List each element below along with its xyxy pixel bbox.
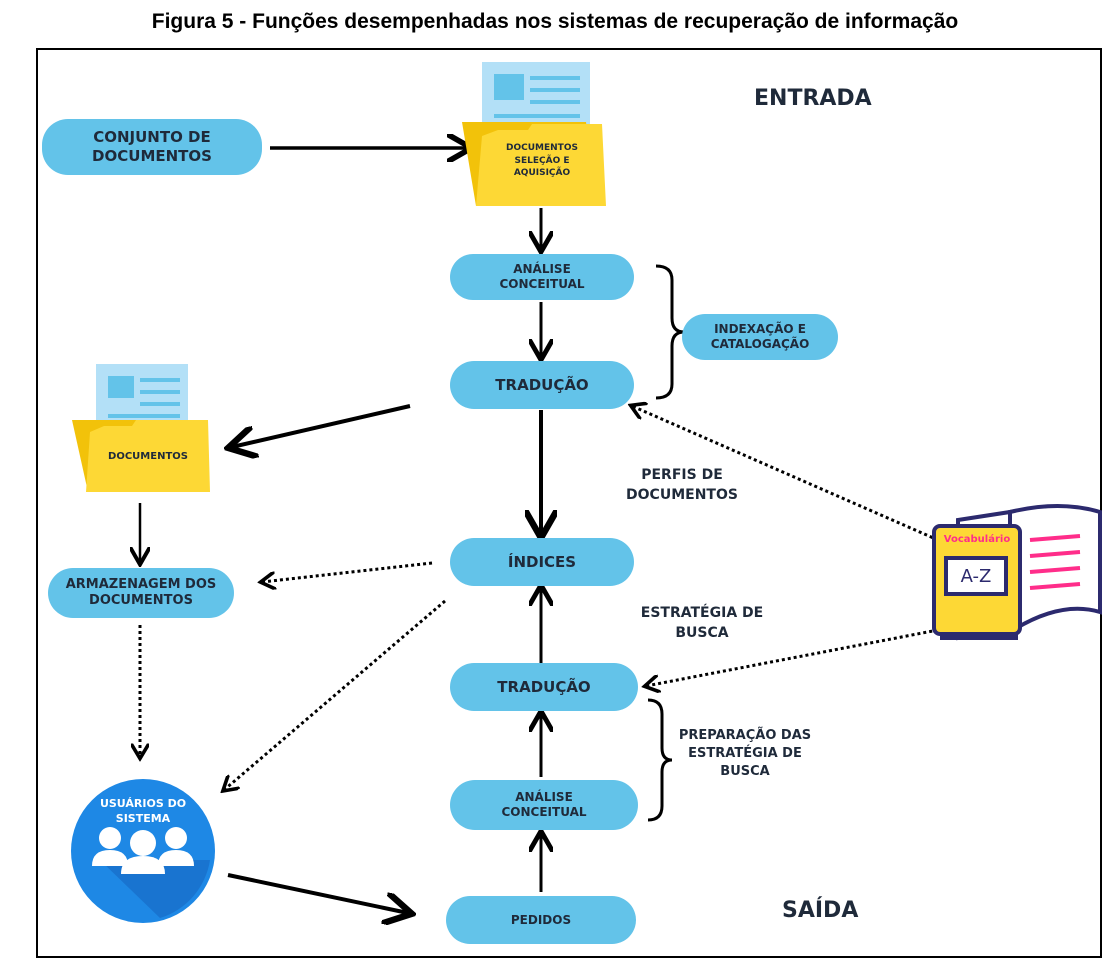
folder-top-icon: [462, 62, 606, 206]
dotted-indices-to-armazenagem: [262, 561, 433, 582]
arrow-traducao-to-documentos: [232, 404, 411, 447]
book-badge: A-Z: [960, 566, 992, 587]
users-icon: [71, 779, 215, 923]
book-title: Vocabulário: [943, 534, 1011, 545]
brace-indexacao: [655, 264, 685, 400]
section-entrada: ENTRADA: [754, 86, 872, 111]
section-saida: SAÍDA: [782, 898, 859, 923]
label-estrategia: ESTRATÉGIA DE BUSCA: [640, 605, 764, 641]
book-icon: [932, 504, 1102, 641]
folder-left-label: DOCUMENTOS: [108, 451, 188, 462]
dotted-indices-to-usuarios: [224, 599, 446, 790]
dotted-vocab-to-traducao: [632, 406, 939, 542]
figure-title: Figura 5 - Funções desempenhadas nos sis…: [151, 10, 959, 33]
folder-top-label: DOCUMENTOS SELEÇÃO E AQUISIÇÃO: [506, 143, 578, 179]
label-preparacao: PREPARAÇÃO DAS ESTRATÉGIA DE BUSCA: [678, 728, 812, 780]
arrow-usuarios-to-pedidos: [227, 873, 408, 913]
node-traducao-bottom: TRADUÇÃO: [450, 663, 638, 711]
label-perfis: PERFIS DE DOCUMENTOS: [626, 467, 738, 503]
folder-left-icon: [72, 364, 210, 492]
node-traducao-top: TRADUÇÃO: [450, 361, 634, 409]
users-label: USUÁRIOS DO SISTEMA: [99, 797, 187, 825]
node-indices: ÍNDICES: [450, 538, 634, 586]
dotted-vocab-to-traducao2: [646, 628, 939, 686]
brace-preparacao: [647, 698, 673, 822]
node-pedidos: PEDIDOS: [446, 896, 636, 944]
